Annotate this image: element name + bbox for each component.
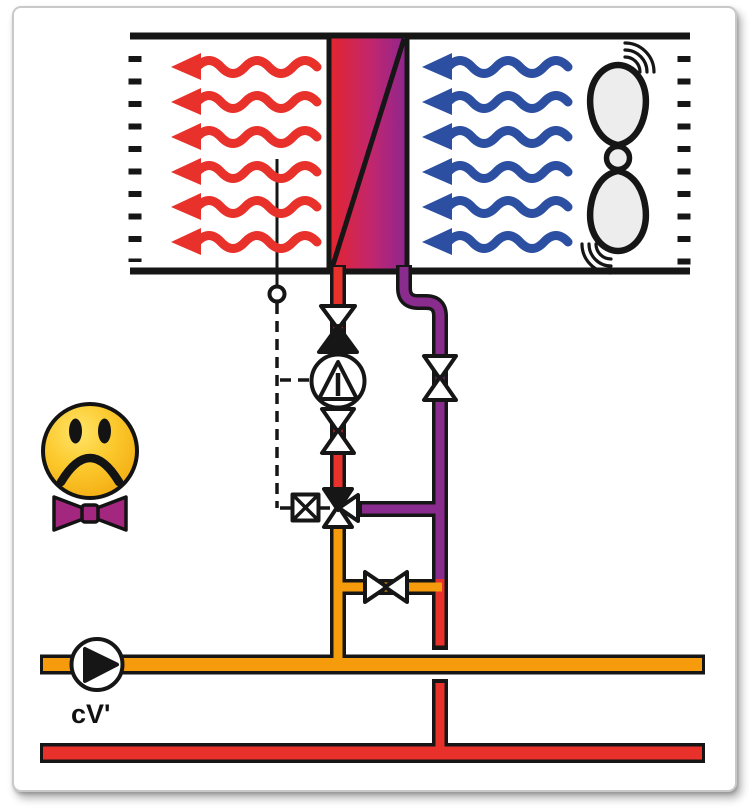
fan-blade-bottom (590, 171, 646, 251)
frown-mouth (56, 453, 124, 487)
cold-airflow-arrow (422, 228, 568, 255)
circulation-pump (309, 352, 367, 410)
hot-airflow-arrows (171, 53, 317, 255)
coil-divider (329, 38, 407, 269)
fan-hub (603, 143, 633, 173)
shutoff-valve-coil-circuit (320, 407, 356, 455)
pipe-return-outline (396, 265, 448, 581)
cold-airflow-arrow (422, 123, 568, 150)
bow-tie-right-wing (95, 495, 128, 532)
fan-blade-top (590, 65, 646, 145)
three-way-mixing-valve (322, 487, 360, 529)
valve-actuator (290, 492, 330, 523)
cold-airflow-arrow (422, 53, 568, 80)
temperature-sensor (267, 284, 287, 304)
check-valve (317, 304, 359, 354)
hot-airflow-arrow (171, 193, 317, 220)
hot-airflow-arrow (171, 158, 317, 185)
sad-face-emoji (41, 402, 139, 532)
cold-airflow-arrow (422, 88, 568, 115)
hot-airflow-arrow (171, 123, 317, 150)
cold-airflow-arrows (422, 53, 568, 255)
left-eye (69, 418, 82, 444)
hot-airflow-arrow (171, 53, 317, 80)
fan (580, 41, 656, 275)
pump-flow-label: cV' (71, 699, 110, 729)
cold-airflow-arrow (422, 193, 568, 220)
heating-coil (326, 33, 410, 274)
pipe-return (399, 267, 445, 579)
hot-airflow-arrow (171, 88, 317, 115)
fan-motion-arcs-bottom (580, 242, 613, 275)
right-eye (98, 418, 111, 444)
bow-tie-knot (80, 503, 100, 524)
face (41, 402, 139, 500)
hot-airflow-arrow (171, 228, 317, 255)
primary-flow-pump (69, 637, 125, 692)
shutoff-valve-return (422, 354, 458, 402)
cold-airflow-arrow (422, 158, 568, 185)
piping (40, 265, 705, 763)
control-signal-line (275, 303, 311, 510)
bypass-balancing-valve (363, 570, 409, 604)
bow-tie-left-wing (52, 495, 85, 532)
fan-motion-arcs-top (623, 41, 656, 74)
